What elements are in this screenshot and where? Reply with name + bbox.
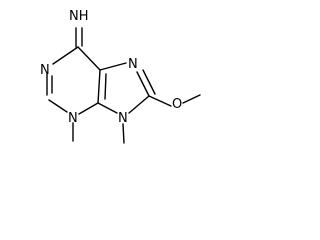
bond-n9-methyl bbox=[122, 123, 125, 144]
bond-c2-n3 bbox=[48, 99, 68, 113]
atom-label-n9: N bbox=[118, 111, 128, 126]
bond-o-methyl bbox=[182, 94, 201, 104]
atom-label-n3: N bbox=[68, 111, 78, 126]
atom-label-n7: N bbox=[128, 57, 138, 72]
bond-n9-c4 bbox=[97, 102, 118, 114]
bond-n7-c8 bbox=[136, 71, 150, 97]
bond-c6-n1 bbox=[52, 46, 79, 65]
atom-label-oxygen: O bbox=[172, 97, 182, 112]
bond-c8-n9 bbox=[128, 95, 150, 114]
atom-label-imine: NH bbox=[69, 9, 89, 24]
bond-c8-o bbox=[148, 95, 172, 107]
bond-c4-c5-double bbox=[104, 73, 107, 100]
bond-c4-c5 bbox=[97, 69, 101, 104]
bond-n3-c4 bbox=[78, 102, 99, 115]
bond-c5-n7 bbox=[99, 62, 127, 71]
bond-c5-c6 bbox=[77, 46, 101, 71]
atom-label-n1: N bbox=[40, 63, 50, 78]
structure-canvas: NH N N N N O bbox=[0, 0, 204, 180]
bond-n7-c8-double bbox=[142, 69, 156, 95]
molecule-structure: NH N N N N O bbox=[40, 9, 201, 144]
